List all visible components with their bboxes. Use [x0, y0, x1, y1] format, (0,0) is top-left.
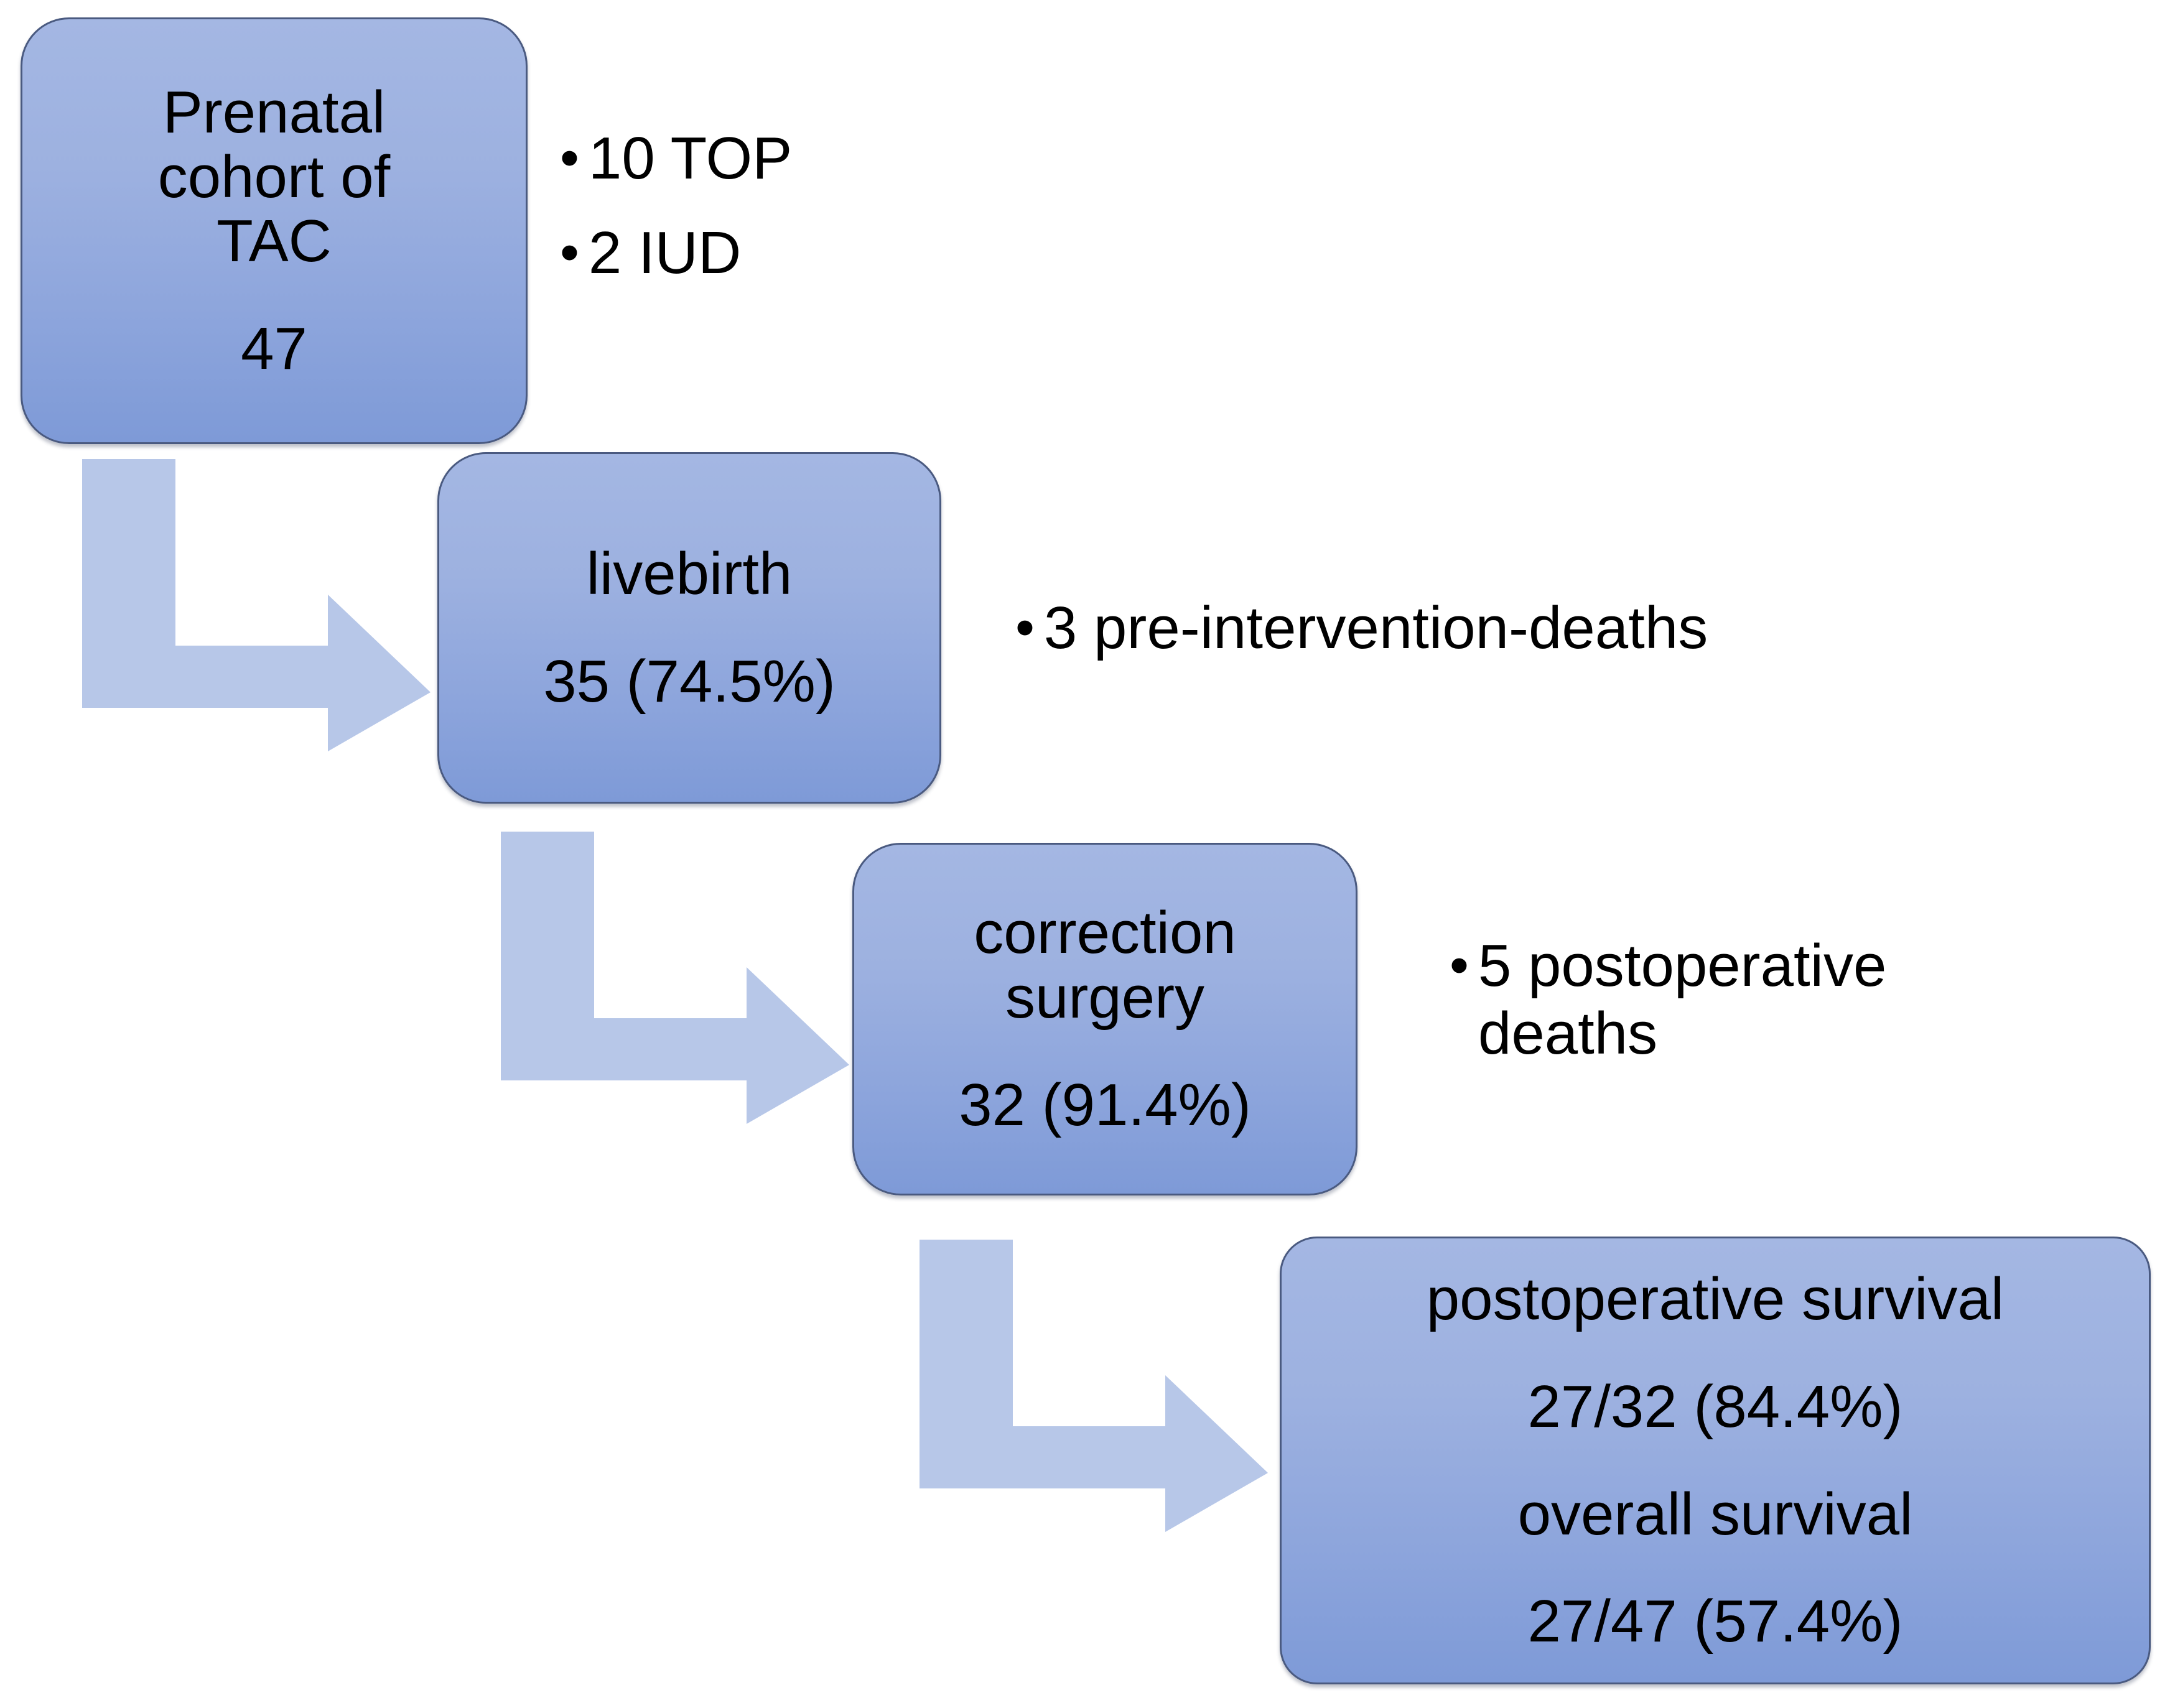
annotation-spacer	[560, 192, 1120, 218]
bullet-dot-icon: •	[560, 221, 579, 283]
bent-arrow-shape	[920, 1240, 1268, 1532]
list-item: • 3 pre-intervention-deaths	[1015, 594, 2110, 662]
bent-arrow-livebirth-to-correction	[501, 832, 849, 1124]
annotation-text: 5 postoperative deaths	[1478, 932, 1887, 1067]
bullet-dot-icon: •	[1015, 596, 1035, 658]
node-survival-overall-label: overall survival	[1517, 1480, 1913, 1548]
bullet-dot-icon: •	[1450, 934, 1469, 996]
annotation-postoperative-deaths: • 5 postoperative deaths	[1450, 932, 2072, 1068]
bent-arrow-prenatal-to-livebirth	[82, 459, 431, 751]
annotation-pre-intervention-deaths: • 3 pre-intervention-deaths	[1015, 594, 2110, 662]
node-livebirth-label: livebirth	[586, 541, 793, 608]
annotation-prenatal-losses: • 10 TOP • 2 IUD	[560, 124, 1120, 287]
annotation-text: 2 IUD	[588, 219, 742, 286]
bent-arrow-correction-to-survival	[920, 1240, 1268, 1532]
annotation-text: 10 TOP	[588, 125, 793, 192]
node-prenatal-line-3: TAC	[217, 208, 332, 275]
node-survival-postop-label: postoperative survival	[1426, 1265, 2005, 1332]
node-prenatal-line-2: cohort of	[157, 143, 391, 210]
node-prenatal-value: 47	[241, 315, 307, 383]
node-livebirth-value: 35 (74.5%)	[543, 648, 836, 715]
node-correction-value: 32 (91.4%)	[959, 1071, 1251, 1138]
bullet-dot-icon: •	[560, 127, 579, 188]
bent-arrow-shape	[501, 832, 849, 1124]
bent-arrow-shape	[82, 459, 431, 751]
list-item: • 2 IUD	[560, 219, 1120, 287]
list-item: • 5 postoperative deaths	[1450, 932, 2072, 1068]
node-correction-line-1: correction	[974, 899, 1236, 967]
node-correction-line-2: surgery	[1005, 964, 1205, 1031]
node-livebirth[interactable]: livebirth 35 (74.5%)	[437, 452, 941, 804]
annotation-text: 3 pre-intervention-deaths	[1043, 595, 1708, 661]
node-survival-overall-value: 27/47 (57.4%)	[1527, 1588, 1903, 1655]
node-survival-summary[interactable]: postoperative survival 27/32 (84.4%) ove…	[1280, 1237, 2151, 1684]
list-item: • 10 TOP	[560, 124, 1120, 192]
node-prenatal-line-1: Prenatal	[162, 79, 386, 146]
node-correction-surgery[interactable]: correction surgery 32 (91.4%)	[852, 843, 1357, 1195]
node-survival-postop-value: 27/32 (84.4%)	[1527, 1373, 1903, 1440]
node-prenatal-cohort[interactable]: Prenatal cohort of TAC 47	[21, 17, 528, 444]
